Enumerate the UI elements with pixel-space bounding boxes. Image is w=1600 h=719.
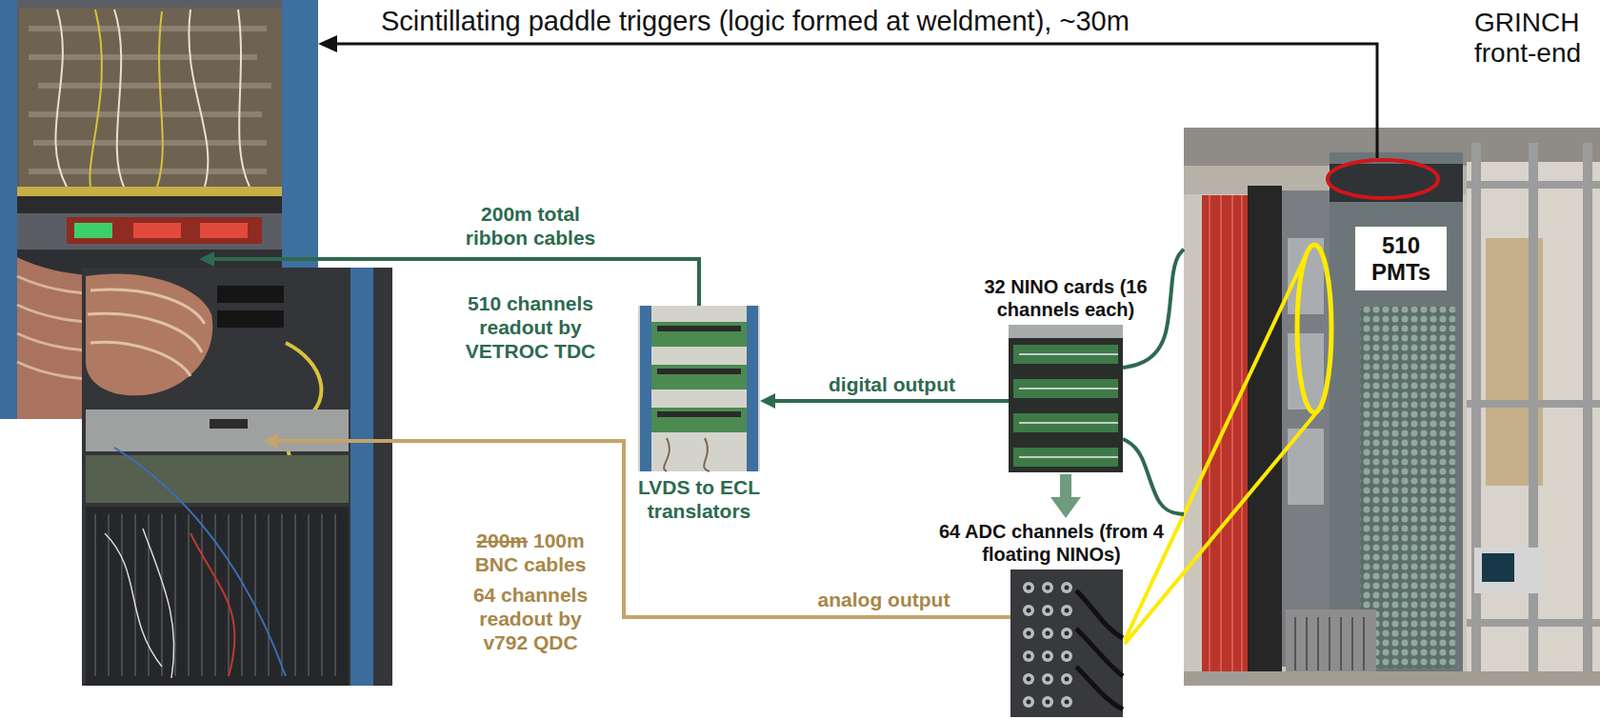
oscilloscope [1474, 547, 1541, 594]
crate [85, 506, 349, 686]
edge-label: digital output [828, 372, 956, 397]
ribbon-cables [85, 273, 213, 396]
readout-label: 64 channels readout by v792 QDC [473, 583, 588, 654]
pmt-count-box: 510 PMTs [1355, 226, 1447, 291]
connector-strip [657, 325, 741, 332]
ribbon-stripes [87, 289, 205, 377]
frame-bar [746, 305, 759, 472]
signal-label: analog output [818, 588, 951, 611]
rack-shelf [17, 196, 282, 214]
readout-label: 510 channels readout by VETROC TDC [465, 292, 597, 362]
rack-shelf [17, 186, 282, 197]
electronics-board [19, 7, 282, 187]
cable-label: Scintillating paddle triggers (logic for… [380, 5, 1130, 37]
flat-cable [217, 310, 284, 328]
ribbon-cable-note: 200m total ribbon cables [459, 201, 602, 250]
translator-caption: LVDS to ECL translators [627, 475, 771, 523]
rack-post [350, 267, 374, 686]
rack-post [0, 0, 18, 420]
display-digits [74, 222, 113, 239]
nino-caption: 32 NINO cards (16 channels each) [970, 275, 1161, 321]
frame-bar [640, 305, 652, 472]
scope-screen [1481, 553, 1515, 582]
detector-photo-node: GRINCH front-end510 PMTs [1183, 127, 1600, 686]
cables [190, 533, 235, 677]
board-rows [28, 28, 272, 172]
frame-bar [1528, 142, 1539, 677]
tdc-readout-note: 510 channels readout by VETROC TDC [459, 291, 602, 364]
wires [663, 438, 710, 472]
display-digits [133, 222, 181, 239]
floor [1183, 671, 1600, 686]
block-arrow [1060, 474, 1072, 498]
chassis-panel [209, 419, 248, 429]
translator-board [651, 364, 747, 390]
bnc-cable-note: 200m100m BNC cables [459, 528, 602, 577]
cable-bundle [1008, 324, 1123, 339]
nino-cards-photo-node: 32 NINO cards (16 channels each) [1008, 324, 1123, 473]
flat-cable [217, 285, 284, 303]
translator-board [651, 407, 747, 433]
struck-length: 200m [476, 529, 528, 552]
analog-output-note: analog output [788, 587, 980, 612]
qdc-readout-note: 64 channels readout by v792 QDC [459, 582, 602, 656]
wires [55, 9, 250, 187]
adc-photo-node: 64 ADC channels (from 4 floating NINOs) [1010, 569, 1123, 718]
adc-caption: 64 ADC channels (from 4 floating NINOs) [937, 520, 1166, 566]
detector-photo [1183, 127, 1600, 686]
cable-label: 200m total ribbon cables [465, 202, 597, 249]
bnc-cables [1076, 590, 1123, 710]
rack-photo [81, 267, 393, 686]
translator-board [651, 321, 747, 347]
frame-bar [1582, 142, 1593, 677]
frame-bar [1471, 142, 1481, 677]
cable-lines [1209, 195, 1242, 677]
crate-slots [1295, 617, 1364, 671]
nim-crate [1285, 609, 1377, 679]
nino-photo [1008, 324, 1123, 473]
connector-strip [657, 411, 741, 418]
scaler-display [66, 217, 262, 244]
frame-bar [1466, 400, 1600, 408]
detector-tank [1329, 152, 1463, 672]
adc-photo [1010, 569, 1123, 718]
trigger-highlight [1327, 160, 1439, 199]
frame-bar [1466, 619, 1600, 627]
crate-slots [95, 514, 336, 677]
trigger-cable-note: Scintillating paddle triggers (logic for… [380, 5, 1130, 38]
bnc-cable-arrow [278, 440, 1011, 618]
cables [114, 447, 286, 677]
detector-title: GRINCH front-end [1474, 7, 1594, 69]
connector-strip [657, 368, 741, 375]
digital-output-arrow [775, 399, 1009, 403]
callout-leader [1124, 249, 1320, 644]
black-cable-bundle [1247, 185, 1282, 681]
module [85, 455, 349, 503]
cable-curve [1122, 439, 1184, 515]
frame-bar [1466, 180, 1600, 189]
red-cable-bundle [1201, 195, 1248, 677]
translator-photo-node: LVDS to ECL translators [638, 305, 760, 472]
ribbon-cables [1019, 354, 1119, 458]
wires [89, 9, 162, 187]
adc-highlight [1297, 244, 1332, 413]
pmt-count: 510 PMTs [1362, 232, 1440, 285]
cables [104, 528, 175, 679]
translator-photo [638, 305, 760, 472]
vme-chassis [85, 409, 349, 452]
ribbon-cable-arrow [214, 259, 700, 306]
bnc-panel [1019, 576, 1077, 714]
trigger-cable-arrow [337, 43, 1378, 159]
display-digits [200, 222, 248, 239]
